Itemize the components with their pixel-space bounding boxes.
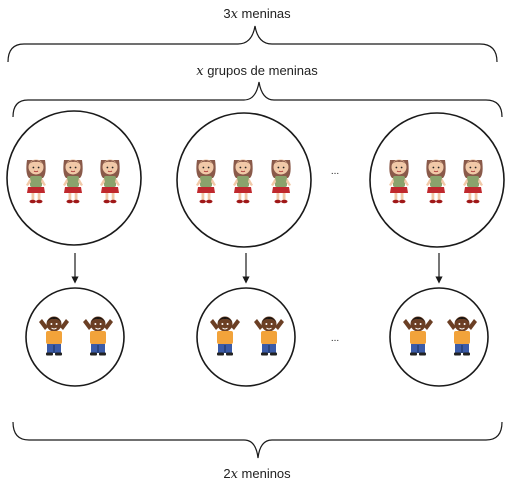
- total-girls-label: 3x meninas: [223, 6, 290, 22]
- girl-groups-label: x grupos de meninas: [196, 63, 318, 79]
- girl-groups-ellipsis: ...: [330, 166, 340, 177]
- girl-figure: [25, 159, 47, 204]
- girl-figure: [388, 159, 410, 204]
- boy-figure: [209, 316, 241, 356]
- boy-group-1: [25, 287, 125, 387]
- total-boys-coef: 2: [223, 466, 231, 481]
- girl-group-2: [176, 112, 312, 248]
- girl-groups-brace: [12, 81, 503, 118]
- girl-figure: [195, 159, 217, 204]
- total-girls-brace: [7, 25, 498, 63]
- girl-groups-var: x: [196, 64, 204, 79]
- total-boys-text: meninos: [237, 466, 291, 481]
- girl-figure: [462, 159, 484, 204]
- girl-figure: [99, 159, 121, 204]
- girl-group-1: [6, 110, 142, 246]
- boy-figure: [446, 316, 478, 356]
- girl-figure: [232, 159, 254, 204]
- boy-group-3: [389, 287, 489, 387]
- girl-figure: [425, 159, 447, 204]
- girl-group-3: [369, 112, 505, 248]
- girl-groups-text: grupos de meninas: [203, 63, 318, 78]
- total-boys-brace: [12, 421, 503, 459]
- boy-group-2: [196, 287, 296, 387]
- boy-groups-ellipsis: ...: [330, 333, 340, 344]
- total-boys-label: 2x meninos: [223, 466, 290, 482]
- total-girls-var: x: [230, 7, 238, 22]
- girl-figure: [62, 159, 84, 204]
- total-boys-var: x: [230, 467, 238, 482]
- boy-figure: [253, 316, 285, 356]
- total-girls-text: meninas: [237, 6, 291, 21]
- boy-figure: [38, 316, 70, 356]
- girl-figure: [270, 159, 292, 204]
- boy-figure: [402, 316, 434, 356]
- boy-figure: [82, 316, 114, 356]
- total-girls-coef: 3: [223, 6, 231, 21]
